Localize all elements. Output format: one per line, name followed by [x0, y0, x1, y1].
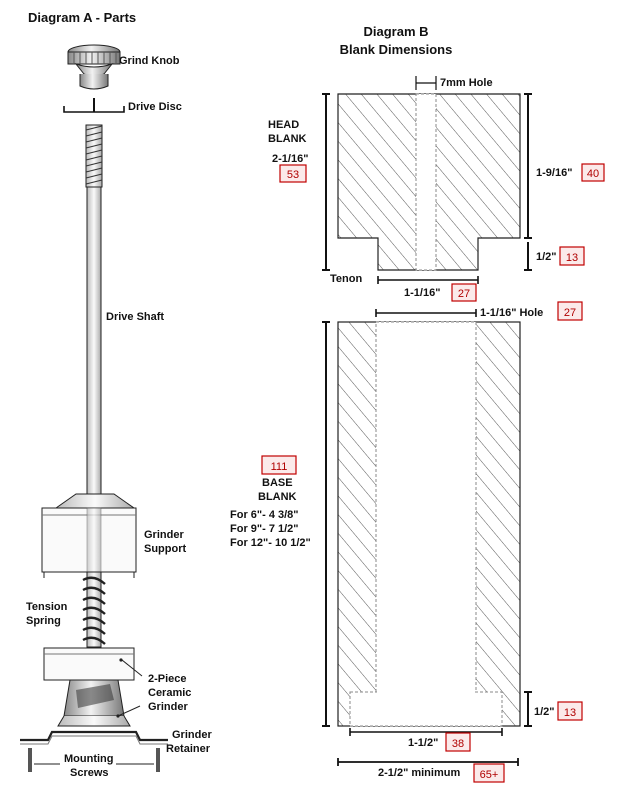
base-size-2: For 9"- 7 1/2"	[230, 523, 299, 535]
head-blank-drawing	[337, 93, 521, 271]
mounting-screws-label-2: Screws	[70, 767, 109, 779]
head-tenon-len-mm: 13	[566, 252, 578, 264]
head-tenon-len-label: 1/2"	[536, 251, 557, 263]
base-size-3: For 12"- 10 1/2"	[230, 537, 311, 549]
head-hole-dim	[415, 76, 437, 90]
head-tenon-len-mm-box	[559, 246, 585, 266]
head-upper-label: 1-9/16"	[536, 167, 572, 179]
head-upper-mm: 40	[587, 168, 599, 180]
base-hole-mm: 27	[564, 307, 576, 319]
base-hole-mm-box	[557, 301, 583, 321]
drive-shaft-label: Drive Shaft	[106, 311, 164, 323]
base-blank-label-1: BASE	[262, 477, 293, 489]
min-width-mm-box	[473, 763, 505, 783]
recess-dia-mm-box	[445, 732, 471, 752]
base-height-dim	[322, 321, 330, 727]
ceramic-grinder-label-3: Grinder	[148, 701, 188, 713]
tenon-dia-dim	[377, 276, 479, 284]
recess-depth-label: 1/2"	[534, 706, 555, 718]
head-hole-label: 7mm Hole	[440, 77, 493, 89]
tension-spring-illustration	[82, 571, 106, 648]
base-height-mm: 111	[271, 461, 288, 473]
ceramic-grinder-label-2: Ceramic	[148, 687, 191, 699]
grinder-retainer-illustration	[20, 730, 168, 745]
recess-dia-mm: 38	[452, 738, 464, 750]
diagram-b-title-2: Blank Dimensions	[340, 42, 453, 57]
head-height-label: 2-1/16"	[272, 153, 308, 165]
grind-knob-label: Grind Knob	[119, 55, 180, 67]
head-right-dims	[524, 93, 532, 271]
head-blank-label-1: HEAD	[268, 119, 299, 131]
ceramic-grinder-label-1: 2-Piece	[148, 673, 187, 685]
head-height-mm: 53	[287, 169, 299, 181]
tension-spring-label-2: Spring	[26, 615, 61, 627]
grinder-retainer-label-2: Retainer	[166, 743, 211, 755]
base-hole-label: 1-1/16" Hole	[480, 307, 543, 319]
grinder-support-label-1: Grinder	[144, 529, 184, 541]
recess-dia-label: 1-1/2"	[408, 737, 438, 749]
mounting-screws-label-1: Mounting	[64, 753, 113, 765]
grinder-retainer-label-1: Grinder	[172, 729, 212, 741]
tenon-dia-mm: 27	[458, 288, 470, 300]
grinder-support-label-2: Support	[144, 543, 186, 555]
recess-dia-dim	[349, 728, 503, 736]
grind-knob-illustration	[67, 44, 121, 90]
drive-disc-label: Drive Disc	[128, 101, 182, 113]
base-height-mm-box	[261, 455, 297, 475]
base-size-1: For 6"- 4 3/8"	[230, 509, 299, 521]
mounting-screws-illustration	[28, 748, 160, 772]
drive-disc-illustration	[63, 98, 125, 113]
min-width-dim	[337, 758, 519, 766]
min-width-label: 2-1/2" minimum	[378, 767, 460, 779]
head-blank-label-2: BLANK	[268, 133, 307, 145]
ceramic-grinder-illustration	[43, 647, 143, 727]
tension-spring-label-1: Tension	[26, 601, 68, 613]
base-hole-dim	[375, 309, 477, 317]
diagram-b-title-1: Diagram B	[363, 24, 428, 39]
base-blank-drawing	[337, 321, 521, 727]
recess-depth-dim	[524, 691, 532, 727]
tenon-dia-label: 1-1/16"	[404, 287, 440, 299]
head-upper-mm-box	[581, 163, 605, 182]
head-height-mm-box	[279, 164, 307, 183]
tenon-label: Tenon	[330, 273, 362, 285]
head-height-dim	[322, 93, 330, 271]
recess-depth-mm: 13	[564, 707, 576, 719]
base-blank-label-2: BLANK	[258, 491, 297, 503]
recess-depth-mm-box	[557, 701, 583, 721]
diagram-a-title: Diagram A - Parts	[28, 10, 136, 25]
min-width-mm: 65+	[480, 769, 499, 781]
grinder-support-illustration	[41, 493, 137, 578]
tenon-dia-mm-box	[451, 283, 477, 302]
drive-shaft-illustration	[85, 124, 103, 518]
